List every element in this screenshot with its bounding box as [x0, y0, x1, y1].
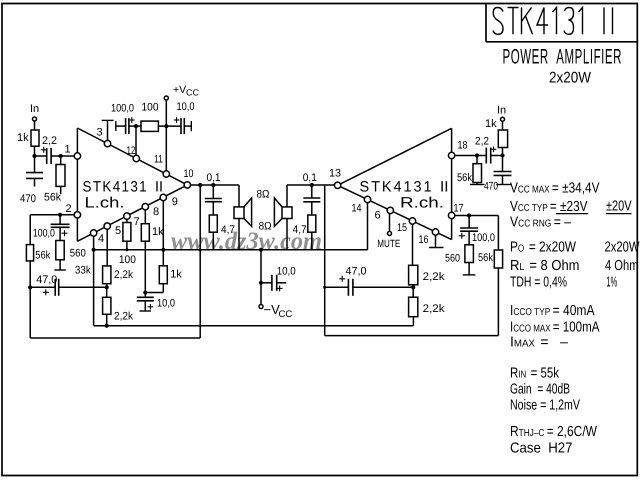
svg-text:12: 12 — [127, 145, 136, 157]
svg-text:11: 11 — [154, 154, 163, 166]
svg-text:100: 100 — [119, 254, 136, 266]
svg-text:2x20W: 2x20W — [549, 70, 591, 87]
svg-text:ICCO MAX = 100mA: ICCO MAX = 100mA — [510, 320, 600, 336]
svg-text:STK4131: STK4131 — [360, 179, 434, 196]
svg-text:2,2k: 2,2k — [423, 271, 446, 283]
svg-text:STK4131: STK4131 — [83, 179, 149, 196]
svg-text:4,7: 4,7 — [293, 224, 307, 236]
svg-text:VCC MAX = ±34,4V: VCC MAX = ±34,4V — [510, 181, 600, 197]
svg-text:1%: 1% — [606, 275, 617, 291]
svg-text:10,0: 10,0 — [177, 101, 195, 113]
svg-text:PO = 2x20W: PO = 2x20W — [510, 240, 576, 256]
svg-text:Gain = 40dB: Gain = 40dB — [510, 382, 570, 398]
svg-text:10,0: 10,0 — [277, 266, 296, 278]
svg-text:2,2: 2,2 — [475, 136, 489, 148]
svg-text:100: 100 — [142, 102, 159, 114]
svg-text:14: 14 — [352, 203, 362, 215]
svg-text:9: 9 — [172, 196, 178, 208]
svg-text:10: 10 — [184, 168, 194, 180]
svg-text:±20V: ±20V — [606, 199, 632, 215]
svg-text:1k: 1k — [17, 132, 29, 144]
svg-text:470: 470 — [484, 181, 498, 193]
svg-text:+V: +V — [173, 84, 186, 96]
svg-text:8Ω: 8Ω — [259, 221, 272, 233]
svg-text:16: 16 — [419, 234, 429, 246]
svg-text:100,0: 100,0 — [111, 103, 134, 115]
svg-text:Case H27: Case H27 — [510, 441, 573, 457]
svg-text:1k: 1k — [170, 269, 182, 281]
svg-text:8: 8 — [153, 206, 159, 218]
svg-text:560: 560 — [70, 248, 86, 260]
svg-text:56k: 56k — [44, 192, 61, 204]
svg-text:17: 17 — [454, 203, 464, 215]
svg-text:2x20W: 2x20W — [605, 240, 640, 256]
svg-text:Noise = 1,2mV: Noise = 1,2mV — [510, 398, 580, 414]
svg-text:6: 6 — [375, 210, 381, 222]
svg-text:POWER AMPLIFIER: POWER AMPLIFIER — [503, 46, 623, 69]
svg-text:47,0: 47,0 — [346, 266, 367, 278]
svg-text:15: 15 — [397, 222, 407, 234]
svg-text:VCC RNG = –: VCC RNG = – — [510, 215, 572, 231]
svg-text:470: 470 — [20, 193, 36, 205]
svg-text:II: II — [155, 179, 163, 196]
svg-text:2,2k: 2,2k — [114, 269, 133, 281]
svg-text:4,7: 4,7 — [221, 224, 235, 236]
svg-text:33k: 33k — [75, 265, 91, 277]
svg-text:8Ω: 8Ω — [257, 189, 270, 201]
svg-text:1k: 1k — [152, 226, 164, 238]
svg-text:RIN = 55k: RIN = 55k — [510, 366, 560, 382]
svg-text:IMAX = –: IMAX = – — [510, 335, 569, 351]
svg-text:56k: 56k — [457, 172, 472, 184]
svg-text:560: 560 — [445, 253, 460, 265]
svg-text:ICCO TYP = 40mA: ICCO TYP = 40mA — [510, 303, 595, 319]
svg-text:56k: 56k — [35, 250, 50, 262]
svg-text:VCC TYP = ±23V: VCC TYP = ±23V — [510, 199, 588, 215]
svg-text:In: In — [30, 103, 39, 115]
svg-text:1: 1 — [65, 144, 71, 156]
svg-text:RL = 8 Ohm: RL = 8 Ohm — [510, 258, 580, 274]
svg-text:100,0: 100,0 — [472, 232, 495, 244]
svg-text:3: 3 — [97, 127, 103, 139]
svg-text:MUTE: MUTE — [377, 238, 400, 250]
svg-text:10,0: 10,0 — [157, 298, 175, 310]
svg-text:1k: 1k — [485, 118, 497, 130]
svg-text:RTHJ–C = 2,6C/W: RTHJ–C = 2,6C/W — [510, 424, 597, 440]
svg-text:4 Ohm: 4 Ohm — [605, 258, 639, 274]
svg-text:0,1: 0,1 — [303, 172, 317, 184]
svg-text:4: 4 — [98, 233, 104, 245]
svg-text:56k: 56k — [478, 252, 493, 264]
svg-text:2: 2 — [66, 203, 72, 215]
svg-text:2,2k: 2,2k — [114, 311, 133, 323]
svg-text:TDH = 0,4%: TDH = 0,4% — [510, 275, 567, 291]
svg-text:CC: CC — [279, 309, 293, 320]
svg-text:II: II — [440, 179, 449, 196]
svg-text:CC: CC — [186, 88, 199, 98]
svg-text:0,1: 0,1 — [207, 172, 221, 184]
svg-text:13: 13 — [329, 168, 341, 180]
svg-text:−V: −V — [264, 302, 281, 317]
svg-text:L.ch.: L.ch. — [85, 195, 125, 212]
svg-text:R.ch.: R.ch. — [400, 195, 444, 212]
svg-text:In: In — [497, 105, 506, 117]
svg-text:47,0: 47,0 — [36, 274, 57, 286]
svg-text:100,0: 100,0 — [33, 228, 55, 240]
svg-text:7: 7 — [134, 216, 140, 228]
svg-text:2,2k: 2,2k — [423, 303, 446, 315]
svg-text:2,2: 2,2 — [42, 135, 57, 147]
svg-text:5: 5 — [115, 225, 121, 237]
svg-text:18: 18 — [458, 140, 468, 152]
